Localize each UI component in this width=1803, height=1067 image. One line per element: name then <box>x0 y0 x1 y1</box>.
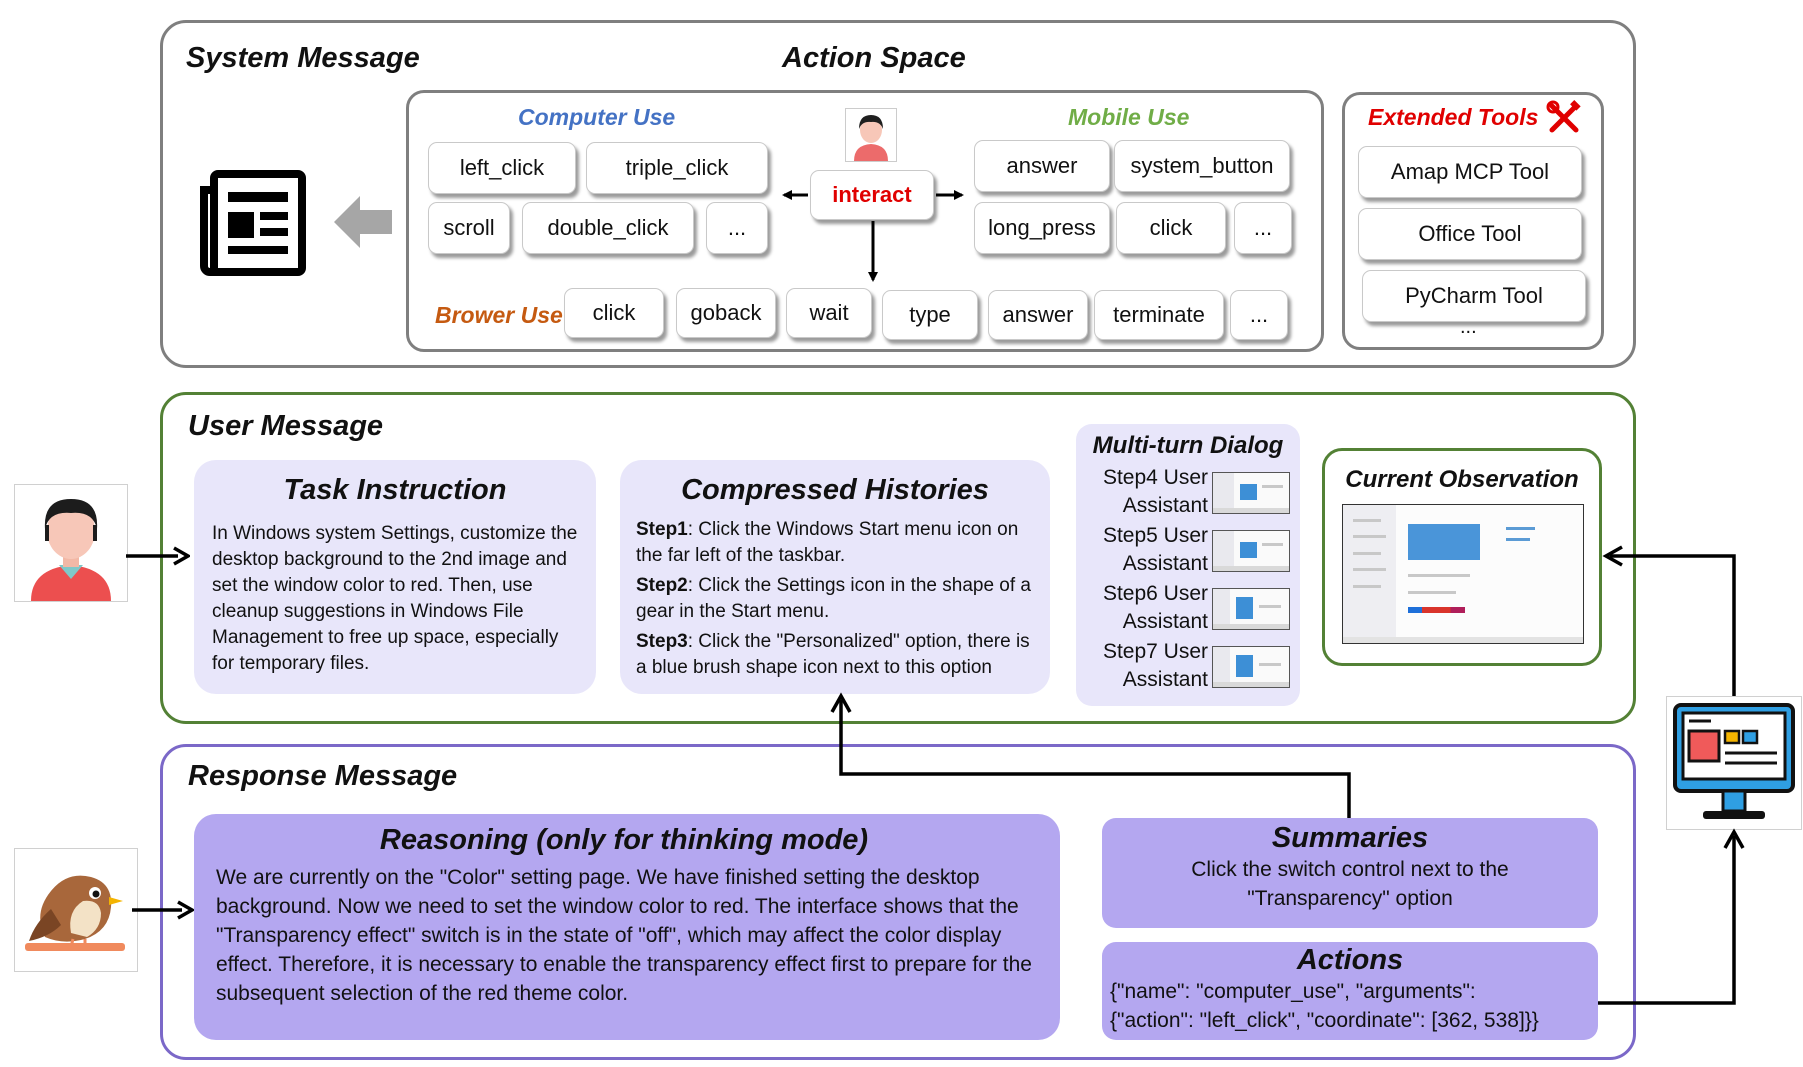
summaries-line-2: "Transparency" option <box>1247 887 1453 910</box>
dialog-step5: Step5 User Assistant <box>1084 524 1294 580</box>
dialog-step5-screenshot <box>1212 530 1290 572</box>
action-answer-mobile: answer <box>974 140 1110 192</box>
action-click-browser: click <box>564 288 664 338</box>
action-system-button: system_button <box>1114 140 1290 192</box>
current-observation-title: Current Observation <box>1345 466 1579 493</box>
user-message-title: User Message <box>188 410 384 442</box>
task-instruction-title: Task Instruction <box>283 474 507 506</box>
reasoning-card: Reasoning (only for thinking mode) We ar… <box>194 814 1060 1040</box>
action-space-panel <box>406 90 1324 352</box>
newspaper-icon <box>198 168 310 280</box>
tool-amap-mcp: Amap MCP Tool <box>1358 146 1582 198</box>
dialog-step6-screenshot <box>1212 588 1290 630</box>
action-left-click: left_click <box>428 142 576 194</box>
reasoning-text: We are currently on the "Color" setting … <box>216 866 1032 1005</box>
history-step-3: Step3: Click the "Personalized" option, … <box>636 631 1030 678</box>
compressed-histories-card: Compressed Histories Step1: Click the Wi… <box>620 460 1050 694</box>
bird-icon <box>14 848 138 972</box>
action-type: type <box>882 290 978 340</box>
response-message-title: Response Message <box>188 760 458 792</box>
task-instruction-card: Task Instruction In Windows system Setti… <box>194 460 596 694</box>
history-step-2: Step2: Click the Settings icon in the sh… <box>636 575 1032 622</box>
action-goback: goback <box>676 288 776 338</box>
summaries-line-1: Click the switch control next to the <box>1191 858 1509 881</box>
computer-use-label: Computer Use <box>518 104 676 130</box>
interact-arrows <box>782 190 964 282</box>
user-avatar-small-icon <box>845 108 897 162</box>
response-message-panel <box>160 744 1636 1060</box>
action-more-mobile: ... <box>1234 202 1292 254</box>
action-wait: wait <box>786 288 872 338</box>
current-observation-screenshot <box>1342 504 1584 644</box>
tool-office: Office Tool <box>1358 208 1582 260</box>
actions-card: Actions {"name": "computer_use", "argume… <box>1102 942 1598 1040</box>
actions-line-2: {"action": "left_click", "coordinate": [… <box>1110 1009 1539 1032</box>
action-more-computer: ... <box>706 202 768 254</box>
user-message-panel <box>160 392 1636 724</box>
actions-title: Actions <box>1296 944 1404 976</box>
task-instruction-text: In Windows system Settings, customize th… <box>212 523 578 674</box>
browser-use-label: Brower Use <box>435 302 563 328</box>
user-to-panel-arrow <box>126 546 190 566</box>
monitor-icon <box>1666 696 1802 830</box>
system-message-title: System Message <box>186 42 420 74</box>
dialog-step7-screenshot <box>1212 646 1290 688</box>
action-double-click: double_click <box>522 202 694 254</box>
action-scroll: scroll <box>428 202 510 254</box>
action-triple-click: triple_click <box>586 142 768 194</box>
action-click-mobile: click <box>1116 202 1226 254</box>
summaries-title: Summaries <box>1271 822 1429 854</box>
action-space-title: Action Space <box>782 42 966 74</box>
dialog-step7: Step7 User Assistant <box>1084 640 1294 696</box>
user-avatar-icon <box>14 484 128 602</box>
action-answer-browser: answer <box>988 290 1088 340</box>
system-message-panel <box>160 20 1636 368</box>
extended-tools-label: Extended Tools <box>1368 104 1539 130</box>
grey-left-arrow-icon <box>334 196 392 248</box>
interact-node: interact <box>810 170 934 220</box>
tools-more-ellipsis: ... <box>1460 316 1477 338</box>
bird-to-panel-arrow <box>132 900 194 920</box>
summaries-card: Summaries Click the switch control next … <box>1102 818 1598 928</box>
action-long-press: long_press <box>974 202 1110 254</box>
extended-tools-panel <box>1342 92 1604 350</box>
dialog-step4: Step4 User Assistant <box>1084 466 1294 522</box>
tool-pycharm: PyCharm Tool <box>1362 270 1586 322</box>
mobile-use-label: Mobile Use <box>1068 104 1190 130</box>
history-step-1: Step1: Click the Windows Start menu icon… <box>636 519 1019 566</box>
dialog-step6: Step6 User Assistant <box>1084 582 1294 638</box>
action-terminate: terminate <box>1094 290 1224 340</box>
action-more-browser: ... <box>1230 290 1288 340</box>
actions-line-1: {"name": "computer_use", "arguments": <box>1110 980 1476 1003</box>
dialog-step4-screenshot <box>1212 472 1290 514</box>
multi-turn-dialog-title: Multi-turn Dialog <box>1092 432 1284 459</box>
compressed-histories-title: Compressed Histories <box>681 474 989 506</box>
crossed-tools-icon <box>1546 100 1582 136</box>
reasoning-title: Reasoning (only for thinking mode) <box>379 824 869 856</box>
